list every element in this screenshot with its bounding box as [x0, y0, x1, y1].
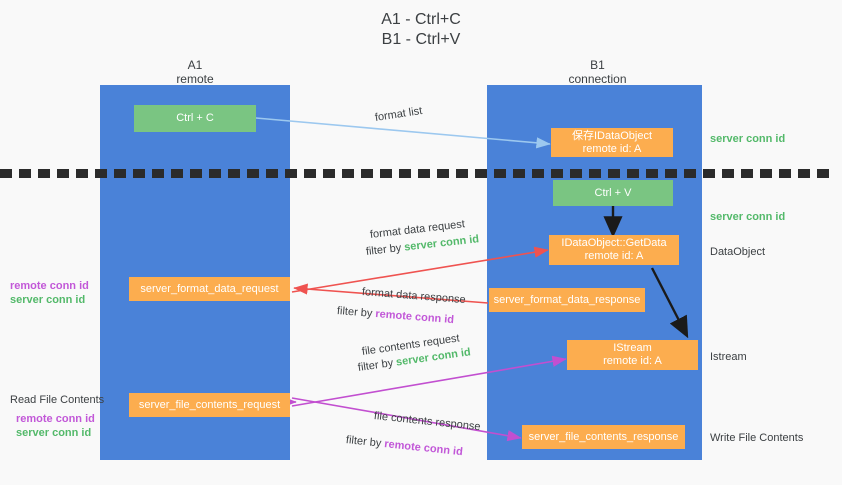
box-ctrl-c-label: Ctrl + C	[176, 112, 214, 124]
left-label-read-file-contents: Read File Contents	[10, 394, 105, 406]
column-b1-name: B1	[590, 58, 605, 72]
box-save-idataobject-line2: remote id: A	[582, 142, 642, 155]
label-format-data-response: format data response	[361, 286, 467, 307]
box-istream-line1: IStream	[613, 342, 652, 354]
box-server-format-data-response-label: server_format_data_response	[493, 293, 641, 306]
left-label-remote-conn-id-bottom: remote conn id	[16, 413, 95, 425]
left-label-server-conn-id-bottom: server conn id	[16, 427, 92, 439]
filter-key-remote-conn-id-1: remote conn id	[374, 308, 455, 327]
box-ctrl-v-label: Ctrl + V	[594, 186, 632, 199]
page-title: A1 - Ctrl+C B1 - Ctrl+V	[0, 10, 842, 50]
filter-prefix-4: filter by	[345, 434, 385, 450]
box-server-format-data-response[interactable]: server_format_data_response	[489, 288, 645, 312]
phase-divider	[0, 168, 842, 178]
column-b1-sub: connection	[568, 72, 627, 86]
filter-prefix-1: filter by	[365, 241, 405, 258]
label-format-list: format list	[374, 105, 424, 124]
box-server-format-data-request[interactable]: server_format_data_request	[129, 277, 290, 301]
box-save-idataobject[interactable]: 保存IDataObject remote id: A	[551, 128, 673, 157]
column-header-a1: A1 remote	[100, 58, 290, 86]
box-server-file-contents-response[interactable]: server_file_contents_response	[522, 425, 685, 449]
box-ctrl-c[interactable]: Ctrl + C	[134, 105, 256, 132]
column-a1-name: A1	[187, 58, 203, 72]
box-ctrl-v[interactable]: Ctrl + V	[553, 180, 673, 206]
box-istream[interactable]: IStream remote id: A	[567, 340, 698, 370]
title-line-1: A1 - Ctrl+C	[381, 11, 461, 28]
column-a1-sub: remote	[176, 72, 214, 86]
box-server-file-contents-request-label: server_file_contents_request	[138, 398, 281, 411]
filter-key-remote-conn-id-2: remote conn id	[383, 438, 464, 459]
box-server-file-contents-request[interactable]: server_file_contents_request	[129, 393, 290, 417]
box-server-file-contents-response-label: server_file_contents_response	[528, 430, 679, 443]
box-istream-line2: remote id: A	[603, 355, 662, 367]
label-format-data-response-filter: filter by remote conn id	[336, 304, 455, 327]
right-label-write-file-contents: Write File Contents	[710, 432, 804, 444]
right-label-dataobject: DataObject	[710, 246, 766, 258]
left-label-server-conn-id-mid: server conn id	[10, 294, 86, 306]
box-save-idataobject-line1: 保存IDataObject	[571, 129, 653, 142]
filter-prefix-2: filter by	[336, 305, 376, 321]
label-file-contents-response-filter: filter by remote conn id	[345, 433, 463, 459]
box-idataobject-getdata[interactable]: IDataObject::GetData remote id: A	[549, 235, 679, 265]
label-file-contents-response: file contents response	[373, 410, 482, 434]
box-getdata-line2: remote id: A	[584, 250, 644, 262]
column-header-b1: B1 connection	[490, 58, 705, 86]
filter-prefix-3: filter by	[357, 356, 397, 374]
box-server-format-data-request-label: server_format_data_request	[140, 282, 279, 295]
right-label-server-conn-id-top: server conn id	[710, 133, 786, 145]
left-label-remote-conn-id-mid: remote conn id	[10, 280, 89, 292]
right-label-istream: Istream	[710, 351, 747, 363]
box-getdata-line1: IDataObject::GetData	[561, 237, 667, 249]
title-line-2: B1 - Ctrl+V	[381, 31, 461, 48]
right-label-server-conn-id-mid: server conn id	[710, 211, 786, 223]
